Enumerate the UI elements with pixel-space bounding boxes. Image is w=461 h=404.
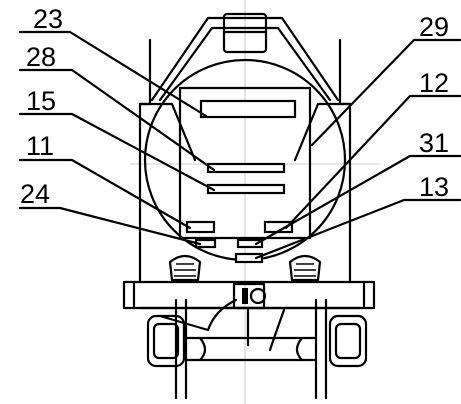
tank-front-panel [178, 86, 312, 240]
brake-hose-left [158, 298, 238, 332]
label-plate-top [199, 99, 297, 119]
callout-23: 23 [33, 4, 63, 34]
callout-29: 29 [419, 12, 449, 42]
leader-12 [284, 94, 461, 230]
leader-11 [18, 158, 192, 230]
callout-12: 12 [419, 68, 449, 98]
leader-31 [254, 154, 461, 246]
axle-housing [184, 336, 318, 362]
leader-15 [18, 112, 216, 192]
leader-lines [18, 30, 461, 260]
leader-28 [18, 68, 216, 172]
leader-24 [18, 206, 202, 246]
coupler [232, 282, 267, 347]
top-structure [150, 12, 340, 102]
callout-15: 15 [26, 86, 56, 116]
callout-28: 28 [26, 42, 56, 72]
tiny-plate-bottom [234, 252, 264, 264]
callout-31: 31 [419, 128, 449, 158]
tiny-plate-right [236, 238, 264, 249]
wheel-set-right [314, 298, 368, 400]
leader-13 [254, 198, 461, 260]
brake-hose-right [268, 308, 286, 352]
side-frame [138, 38, 352, 284]
callout-11: 11 [26, 131, 54, 161]
callout-24: 24 [20, 179, 50, 209]
label-plate-lower [206, 183, 286, 195]
small-plate-left [185, 220, 216, 234]
suspension-left [168, 254, 202, 282]
callout-13: 13 [419, 172, 449, 202]
label-plate-middle [206, 162, 286, 174]
wheel-set-left [146, 298, 188, 400]
end-beam [122, 280, 376, 310]
suspension-right [288, 254, 322, 282]
leader-23 [18, 30, 208, 118]
leader-29 [310, 38, 461, 147]
